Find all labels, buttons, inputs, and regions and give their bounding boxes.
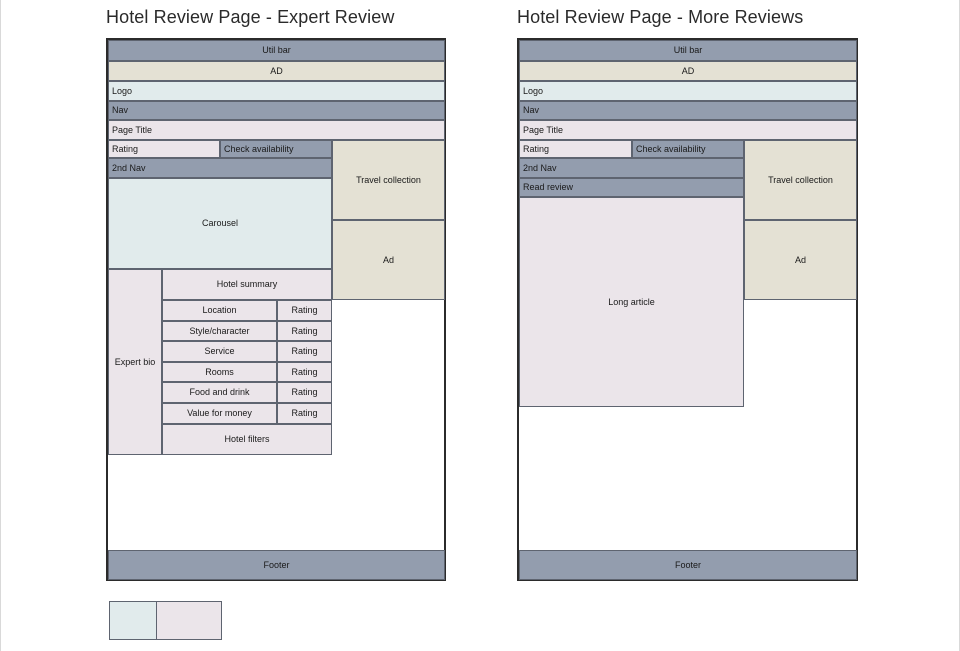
expert-bio: Expert bio <box>108 269 162 455</box>
util-bar: Util bar <box>108 40 445 61</box>
rating-value: Rating <box>277 382 332 403</box>
logo: Logo <box>108 81 445 101</box>
rating: Rating <box>108 140 220 158</box>
read-review: Read review <box>519 178 744 197</box>
carousel: Carousel <box>108 178 332 269</box>
util-bar: Util bar <box>519 40 857 61</box>
rating-label: Rooms <box>162 362 277 382</box>
nav: Nav <box>519 101 857 120</box>
rating-label: Location <box>162 300 277 321</box>
nav: Nav <box>108 101 445 120</box>
rating-value: Rating <box>277 321 332 341</box>
logo: Logo <box>519 81 857 101</box>
footer: Footer <box>108 550 445 580</box>
page-title: Page Title <box>108 120 445 140</box>
hotel-summary: Hotel summary <box>162 269 332 300</box>
rating-label: Food and drink <box>162 382 277 403</box>
second-nav: 2nd Nav <box>108 158 332 178</box>
check-availability: Check availability <box>220 140 332 158</box>
travel-collection: Travel collection <box>744 140 857 220</box>
legend-swatch-pink <box>156 601 222 640</box>
rating-value: Rating <box>277 300 332 321</box>
rating-value: Rating <box>277 403 332 424</box>
check-availability: Check availability <box>632 140 744 158</box>
rating-value: Rating <box>277 362 332 382</box>
travel-collection: Travel collection <box>332 140 445 220</box>
rating-value: Rating <box>277 341 332 362</box>
rating: Rating <box>519 140 632 158</box>
long-article: Long article <box>519 197 744 407</box>
second-nav: 2nd Nav <box>519 158 744 178</box>
footer: Footer <box>519 550 857 580</box>
legend-swatch-blue <box>109 601 157 640</box>
hotel-filters: Hotel filters <box>162 424 332 455</box>
rating-label: Style/character <box>162 321 277 341</box>
diagram-title: Hotel Review Page - Expert Review <box>106 7 395 27</box>
rating-label: Value for money <box>162 403 277 424</box>
ad-side: Ad <box>744 220 857 300</box>
ad-banner: AD <box>108 61 445 81</box>
diagram-title: Hotel Review Page - More Reviews <box>517 7 804 27</box>
rating-label: Service <box>162 341 277 362</box>
page-title: Page Title <box>519 120 857 140</box>
page-edge-left <box>0 0 1 651</box>
ad-side: Ad <box>332 220 445 300</box>
ad-banner: AD <box>519 61 857 81</box>
